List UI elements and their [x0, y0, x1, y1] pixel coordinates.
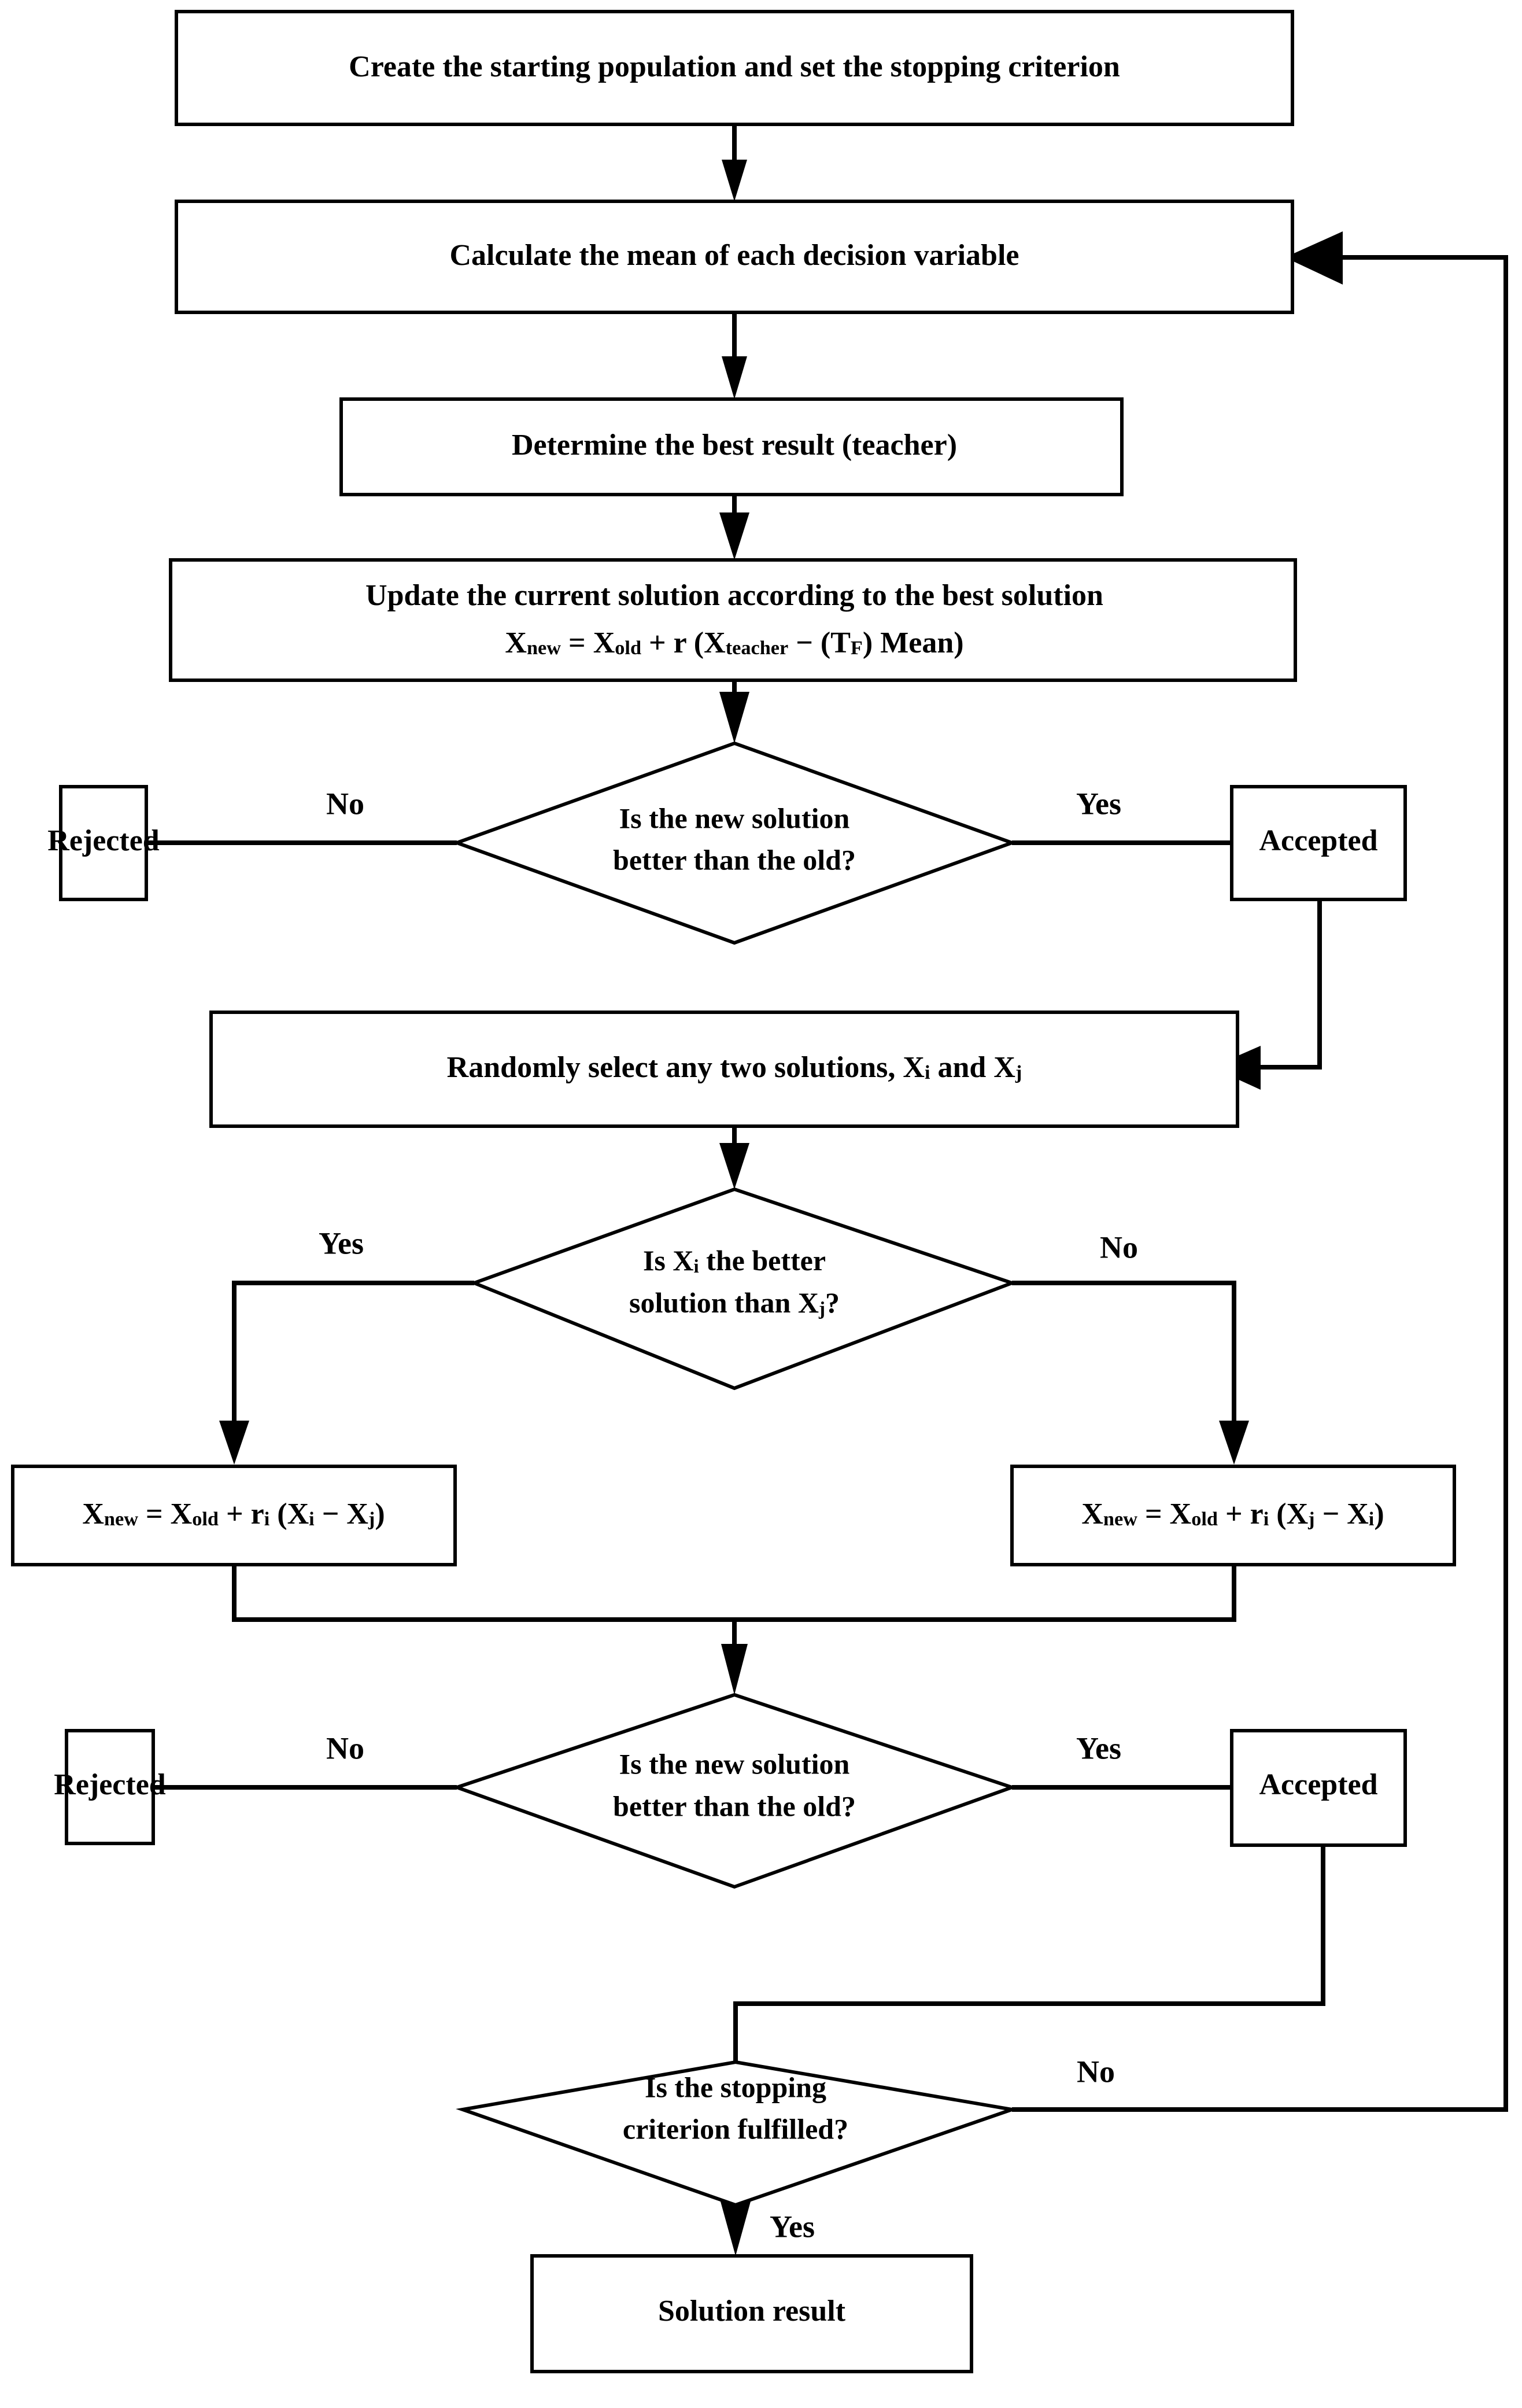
node-determine-teacher[interactable]: Determine the best result (teacher) — [339, 397, 1124, 496]
node-calculate-mean-label: Calculate the mean of each decision vari… — [450, 239, 1019, 272]
node-formula-left[interactable]: Xnew = Xold + ri (Xi − Xj) — [11, 1465, 457, 1566]
node-decision-new-better-2[interactable]: Is the new solution better than the old? — [451, 1692, 1018, 1889]
node-formula-right[interactable]: Xnew = Xold + ri (Xj − Xi) — [1010, 1465, 1456, 1566]
edge-accepted2-to-decision4 — [733, 1846, 1325, 2062]
node-decision-new-better-2-line2: better than the old? — [613, 1790, 856, 1822]
edge-label-d3-yes: Yes — [1076, 1731, 1121, 1765]
edge-mean-to-teacher — [722, 312, 747, 399]
edge-label-d4-yes: Yes — [770, 2209, 815, 2244]
node-rejected-1[interactable]: Rejected — [47, 785, 160, 901]
edge-label-d3-no: No — [326, 1731, 364, 1765]
node-update-solution[interactable]: Update the current solution according to… — [169, 558, 1297, 682]
node-decision-stopping-criterion-line1: Is the stopping — [645, 2071, 826, 2103]
node-decision-stopping-criterion[interactable]: Is the stopping criterion fulfilled? — [456, 2060, 1013, 2207]
edge-teacher-to-update — [719, 495, 749, 560]
node-accepted-1[interactable]: Accepted — [1230, 785, 1407, 901]
edge-label-d4-no: No — [1077, 2054, 1115, 2089]
node-decision-xi-better-line1: Is Xi the better — [643, 1244, 826, 1277]
node-create-population[interactable]: Create the starting population and set t… — [175, 10, 1294, 126]
edge-label-d1-yes: Yes — [1076, 786, 1121, 821]
node-accepted-1-label: Accepted — [1259, 824, 1377, 857]
edge-label-d2-yes: Yes — [319, 1226, 364, 1260]
node-solution-result-label: Solution result — [658, 2295, 846, 2328]
node-accepted-2-label: Accepted — [1259, 1768, 1377, 1801]
edge-random-select-to-decision2 — [719, 1126, 749, 1189]
edge-start-to-mean — [722, 124, 747, 201]
node-formula-right-text: Xnew = Xold + ri (Xj − Xi) — [1081, 1498, 1384, 1531]
node-random-select[interactable]: Randomly select any two solutions, Xi an… — [209, 1011, 1239, 1128]
node-random-select-label: Randomly select any two solutions, Xi an… — [447, 1051, 1022, 1084]
node-rejected-1-label: Rejected — [47, 824, 160, 857]
node-update-solution-line1: Update the current solution according to… — [365, 579, 1103, 612]
edge-formula-left-merge — [232, 1565, 734, 1622]
node-decision-new-better-1-line2: better than the old? — [613, 843, 856, 876]
node-accepted-2[interactable]: Accepted — [1230, 1729, 1407, 1847]
node-decision-new-better-1[interactable]: Is the new solution better than the old? — [452, 741, 1017, 945]
edge-update-to-decision1 — [719, 680, 749, 743]
edge-decision2-yes — [219, 1281, 474, 1465]
edge-decision4-no-feedback — [1012, 231, 1508, 2112]
node-rejected-2-label: Rejected — [54, 1768, 166, 1801]
node-decision-new-better-1-line1: Is the new solution — [619, 802, 850, 834]
node-decision-stopping-criterion-line2: criterion fulfilled? — [623, 2112, 848, 2145]
node-update-solution-formula: Xnew = Xold + r (Xteacher − (TF) Mean) — [505, 626, 963, 659]
node-create-population-label: Create the starting population and set t… — [349, 50, 1120, 83]
node-calculate-mean[interactable]: Calculate the mean of each decision vari… — [175, 200, 1294, 314]
edge-merge-to-decision3 — [721, 1620, 748, 1695]
node-formula-left-text: Xnew = Xold + ri (Xi − Xj) — [82, 1498, 385, 1531]
edge-label-d1-no: No — [326, 786, 364, 821]
edge-decision2-no — [1012, 1281, 1249, 1465]
edge-label-d2-no: No — [1100, 1230, 1138, 1264]
node-decision-new-better-2-line1: Is the new solution — [619, 1747, 850, 1780]
node-decision-xi-better-line2: solution than Xj? — [629, 1286, 840, 1319]
node-decision-xi-better[interactable]: Is Xi the better solution than Xj? — [469, 1187, 1017, 1391]
node-determine-teacher-label: Determine the best result (teacher) — [512, 429, 957, 462]
node-rejected-2[interactable]: Rejected — [54, 1729, 166, 1845]
edge-formula-right-merge — [734, 1565, 1236, 1622]
node-solution-result[interactable]: Solution result — [530, 2254, 973, 2373]
